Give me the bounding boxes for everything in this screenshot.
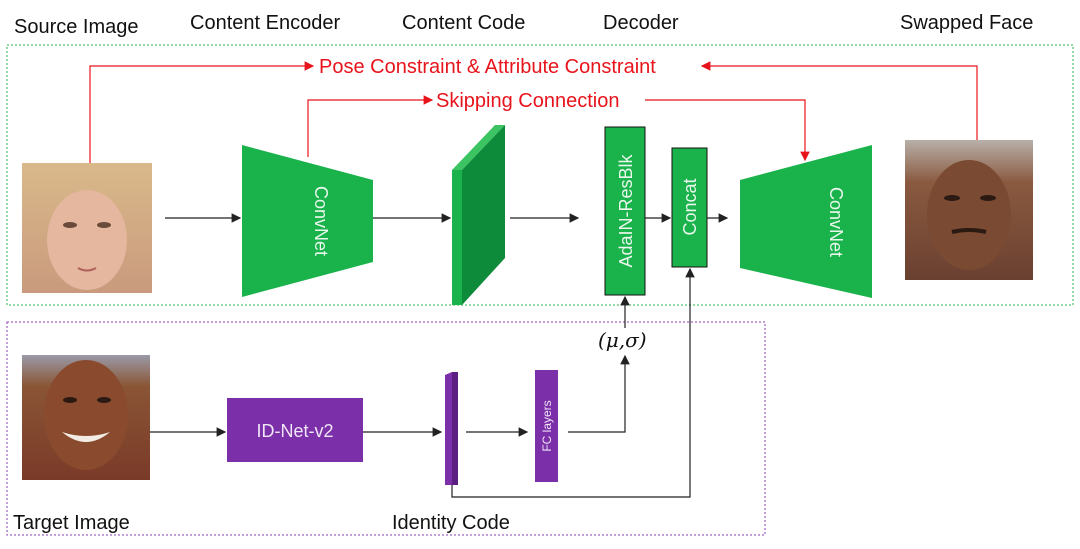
- fc-label: FC layers: [540, 400, 554, 451]
- pose-attribute-constraint-label: Pose Constraint & Attribute Constraint: [319, 56, 656, 78]
- identity-region: [6, 321, 766, 536]
- concat-label: Concat: [680, 178, 700, 235]
- swapped-face-image: [905, 140, 1033, 280]
- id-net-block: [227, 398, 363, 462]
- swapped-face-label: Swapped Face: [900, 12, 1033, 34]
- identity-code-block: [445, 372, 458, 485]
- target-image: [22, 355, 150, 480]
- content-code-block: [452, 125, 505, 305]
- encoder-label: ConvNet: [311, 186, 331, 256]
- source-image: [22, 163, 152, 293]
- content-encoder-label: Content Encoder: [190, 12, 340, 34]
- content-code-label: Content Code: [402, 12, 525, 34]
- fc-layers-block: [535, 370, 558, 482]
- decoder-convnet-label: ConvNet: [826, 187, 846, 257]
- concat-block: [671, 147, 708, 268]
- identity-code-label: Identity Code: [392, 512, 510, 534]
- id-net-label: ID-Net-v2: [256, 421, 333, 441]
- mu-sigma-label: (μ,σ): [598, 328, 647, 352]
- source-image-label: Source Image: [14, 16, 139, 38]
- constraint-arrows: [89, 61, 978, 163]
- connections: [150, 213, 729, 498]
- skipping-connection-label: Skipping Connection: [436, 90, 619, 112]
- content-encoder-block: [242, 145, 373, 297]
- decoder-block: [740, 145, 872, 298]
- adain-label: AdaIN-ResBlk: [616, 153, 636, 267]
- target-image-label: Target Image: [13, 512, 130, 534]
- content-region: [6, 44, 1074, 306]
- adain-resblk-block: [604, 126, 646, 296]
- decoder-label: Decoder: [603, 12, 679, 34]
